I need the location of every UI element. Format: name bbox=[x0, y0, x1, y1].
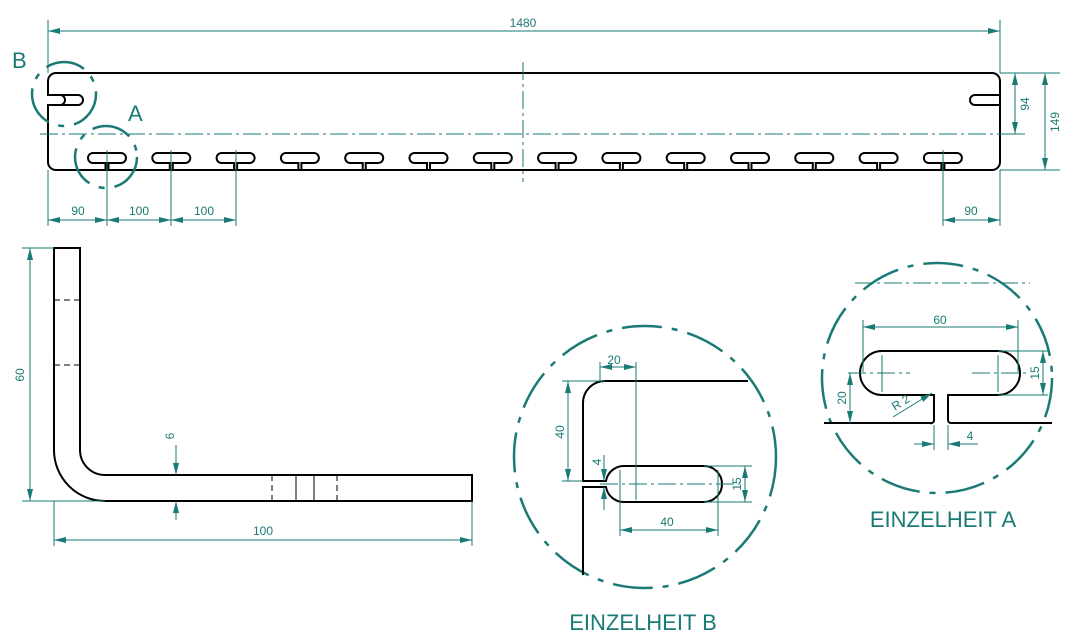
detail-b: 20 40 4 15 40 EINZELHEIT B bbox=[512, 324, 778, 635]
side-view: 60 6 100 bbox=[13, 247, 473, 546]
dim-b-15: 15 bbox=[730, 477, 744, 491]
detail-b-marker-circle bbox=[30, 60, 98, 128]
dim-a-60: 60 bbox=[933, 313, 947, 327]
dim-a-20: 20 bbox=[835, 391, 849, 405]
slot-b-end bbox=[60, 94, 84, 106]
detail-b-marker: B bbox=[12, 48, 27, 73]
dim-a-15: 15 bbox=[1028, 366, 1042, 380]
slot bbox=[665, 152, 706, 170]
top-view: 1480 94 149 90 100 100 90 B A bbox=[12, 16, 1062, 226]
detail-a: 60 15 20 R 2 4 EINZELHEIT A bbox=[820, 261, 1054, 532]
detail-a-marker-circle bbox=[73, 124, 139, 190]
detail-b-title: EINZELHEIT B bbox=[569, 610, 717, 635]
slot bbox=[472, 152, 513, 170]
dim-b-40v: 40 bbox=[553, 425, 567, 439]
slot bbox=[794, 152, 835, 170]
slot bbox=[858, 152, 899, 170]
detail-b-outline bbox=[582, 380, 748, 575]
dim-pitch-1: 100 bbox=[129, 204, 149, 218]
detail-a-title: EINZELHEIT A bbox=[870, 507, 1017, 532]
slot bbox=[344, 152, 385, 170]
dim-height: 60 bbox=[13, 368, 27, 382]
plate-outline bbox=[47, 72, 1001, 171]
dim-149: 149 bbox=[1048, 112, 1062, 132]
detail-b-circle bbox=[512, 324, 778, 590]
dim-right-90: 90 bbox=[964, 204, 978, 218]
dim-b-20: 20 bbox=[607, 353, 621, 367]
dim-width: 100 bbox=[253, 524, 273, 538]
slot bbox=[537, 152, 578, 170]
dim-left-90: 90 bbox=[71, 204, 85, 218]
slot bbox=[408, 152, 449, 170]
dim-length: 1480 bbox=[510, 16, 537, 30]
dim-pitch-2: 100 bbox=[194, 204, 214, 218]
detail-a-marker: A bbox=[128, 101, 143, 126]
slot bbox=[601, 152, 642, 170]
dim-94: 94 bbox=[1018, 97, 1032, 111]
slot bbox=[279, 152, 320, 170]
detail-a-circle bbox=[820, 261, 1054, 495]
slot-right-end bbox=[969, 94, 1000, 106]
slot bbox=[730, 152, 770, 170]
dim-a-4: 4 bbox=[967, 429, 974, 443]
profile-outline bbox=[53, 247, 473, 502]
dim-b-4: 4 bbox=[590, 458, 604, 465]
dim-b-40h: 40 bbox=[660, 515, 674, 529]
dim-thickness: 6 bbox=[163, 432, 177, 439]
